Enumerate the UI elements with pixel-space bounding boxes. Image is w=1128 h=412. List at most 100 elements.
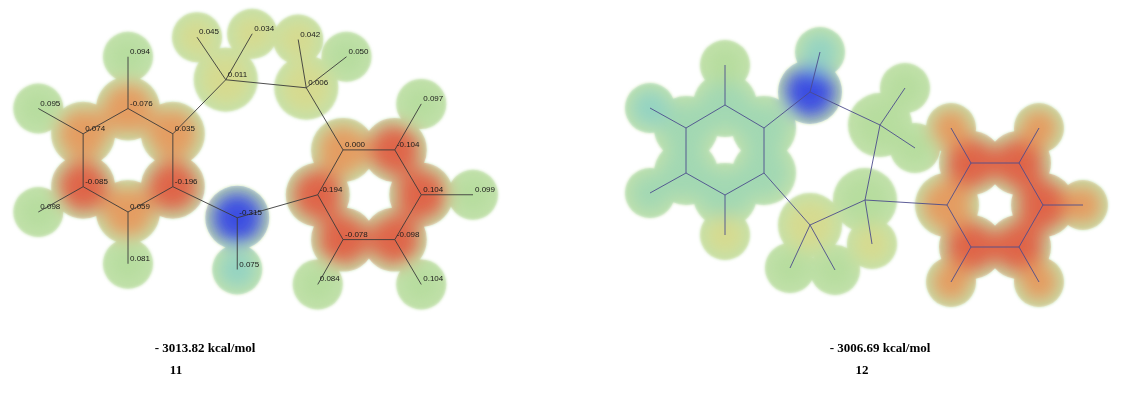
bond-line	[128, 109, 173, 134]
bond-line	[237, 218, 238, 270]
bond-line	[865, 200, 872, 244]
bond-line	[686, 128, 687, 173]
bond-line	[1019, 128, 1039, 163]
bond-line	[1019, 205, 1043, 247]
charge-label: -0.085	[85, 177, 108, 186]
charge-label: 0.099	[475, 185, 495, 194]
bond-line	[318, 240, 343, 285]
bond-line	[764, 92, 810, 128]
bond-line	[128, 212, 129, 264]
bond-line	[83, 134, 84, 187]
charge-label: 0.035	[175, 124, 195, 133]
charge-label: -0.104	[397, 140, 420, 149]
bond-line	[971, 247, 1019, 248]
bond-line	[810, 225, 835, 270]
charge-label: -0.076	[130, 99, 153, 108]
bond-line	[128, 57, 129, 109]
bond-line	[764, 173, 810, 225]
bond-line	[237, 195, 318, 218]
charge-label: 0.059	[130, 202, 150, 211]
bond-line	[318, 195, 343, 240]
charge-label: -0.078	[345, 230, 368, 239]
charge-label: 0.034	[254, 24, 274, 33]
bond-line	[880, 88, 905, 125]
bond-line	[395, 150, 421, 195]
bond-line	[1019, 247, 1039, 282]
bond-line	[343, 239, 395, 240]
charge-label: 0.104	[423, 185, 443, 194]
energy-label: - 3013.82 kcal/mol	[155, 340, 256, 355]
bond-line	[173, 187, 237, 218]
bond-line	[725, 105, 764, 128]
charge-label: 0.075	[239, 260, 259, 269]
charge-label: -0.196	[175, 177, 198, 186]
charge-label: 0.094	[130, 47, 150, 56]
charge-label: 0.084	[320, 274, 340, 283]
bond-line	[650, 108, 686, 128]
bond-line	[810, 200, 865, 225]
bond-line	[764, 128, 765, 173]
bond-line	[395, 104, 421, 150]
charge-label: 0.050	[349, 47, 369, 56]
charge-label: 0.074	[85, 124, 105, 133]
charge-label: -0.098	[397, 230, 420, 239]
charge-label: -0.315	[239, 208, 262, 217]
charge-label: 0.095	[40, 99, 60, 108]
bond-line	[173, 80, 226, 134]
bond-line	[686, 173, 725, 195]
bond-line	[343, 149, 395, 150]
bond-line	[38, 109, 83, 134]
bond-line	[650, 173, 686, 193]
charge-label: 0.081	[130, 254, 150, 263]
bond-line	[197, 37, 226, 80]
charge-label: 0.098	[40, 202, 60, 211]
bond-line	[947, 163, 971, 205]
bond-line	[686, 105, 725, 128]
bond-line	[947, 205, 971, 247]
charge-label: -0.194	[320, 185, 343, 194]
bond-line	[38, 187, 83, 212]
bond-line	[395, 240, 421, 285]
bond-line	[865, 200, 947, 205]
bond-line	[1019, 163, 1043, 205]
bond-line	[951, 247, 971, 282]
bond-line	[395, 195, 421, 240]
bond-skeleton	[650, 52, 1083, 282]
mep-surface	[13, 9, 498, 310]
charge-label: 0.011	[228, 70, 247, 79]
bond-line	[83, 187, 128, 212]
bond-line	[725, 65, 726, 105]
charge-label: 0.097	[423, 94, 443, 103]
mep-surface	[625, 27, 1108, 307]
charge-label: 0.045	[199, 27, 219, 36]
bond-line	[172, 134, 173, 187]
bond-line	[298, 40, 306, 88]
bond-line	[128, 187, 173, 212]
charge-label: 0.042	[300, 30, 320, 39]
charge-label: 0.006	[308, 78, 328, 87]
bond-line	[1043, 205, 1083, 206]
bond-line	[725, 173, 764, 195]
bond-line	[790, 225, 810, 268]
bond-line	[810, 52, 820, 92]
bond-line	[226, 34, 252, 80]
bond-line	[865, 125, 880, 200]
bond-line	[421, 194, 473, 195]
energy-label: - 3006.69 kcal/mol	[830, 340, 931, 355]
charge-label: 0.104	[423, 274, 443, 283]
bond-line	[725, 195, 726, 235]
bond-line	[318, 150, 343, 195]
bond-line	[306, 88, 343, 150]
bond-line	[810, 92, 880, 125]
bond-line	[226, 80, 307, 88]
bond-line	[83, 109, 128, 134]
compound-number: 11	[170, 362, 182, 377]
compound-number: 12	[856, 362, 869, 377]
bond-line	[880, 125, 915, 148]
bond-skeleton	[38, 34, 473, 285]
charge-label: 0.000	[345, 140, 365, 149]
bond-line	[306, 57, 346, 88]
bond-line	[971, 163, 1019, 164]
